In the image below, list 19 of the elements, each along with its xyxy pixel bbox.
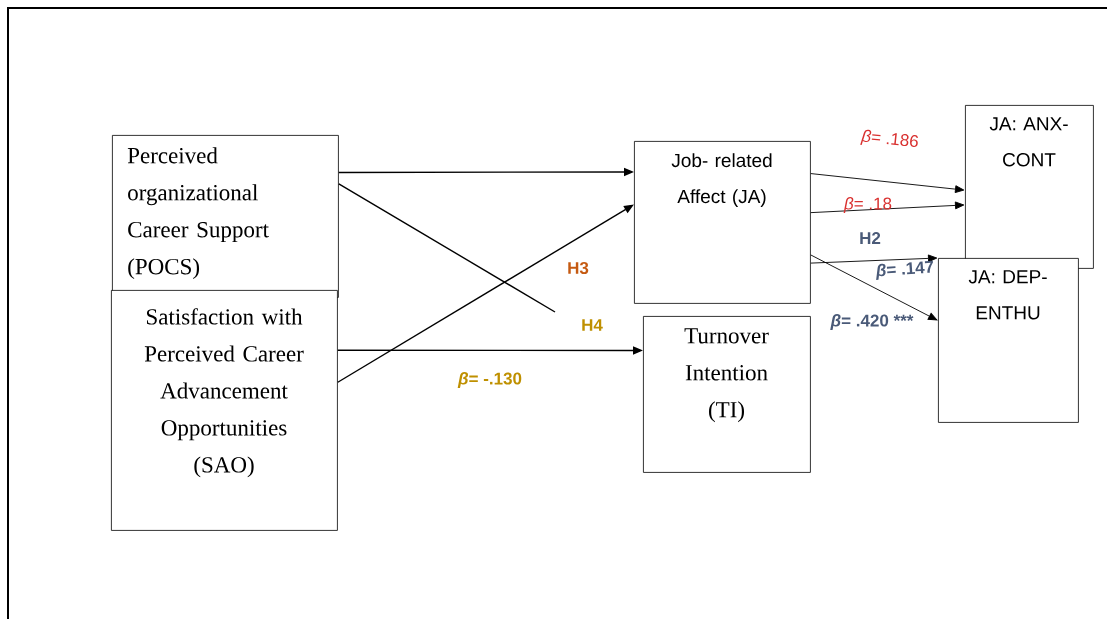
edge-label: β= .18	[843, 197, 892, 213]
edge-label: β= .420 ***	[830, 314, 914, 330]
arrow	[810, 254, 938, 264]
edge-label: H3	[568, 261, 589, 275]
edge-label: H4	[582, 319, 603, 331]
box: Perceived organizational Career Support (POCS)	[112, 135, 339, 298]
box: JA: DEP- ENTHU	[938, 258, 1079, 423]
edge-label: β= -.130	[457, 372, 522, 388]
box: Satisfaction with Perceived Career Advancement Opportunities (SAO)	[111, 290, 338, 531]
edge-label: β= .186	[860, 129, 919, 148]
arrow	[810, 173, 965, 194]
arrow	[810, 201, 965, 214]
arrow	[810, 254, 938, 321]
hypothesis-label: H2	[860, 232, 881, 244]
box: Turnover Intention (TI)	[643, 316, 811, 473]
box: Job- related Affect (JA)	[634, 141, 811, 304]
box: JA: ANX- CONT	[965, 105, 1094, 269]
arrow	[337, 204, 634, 383]
edge-label: β= .147	[876, 260, 933, 280]
